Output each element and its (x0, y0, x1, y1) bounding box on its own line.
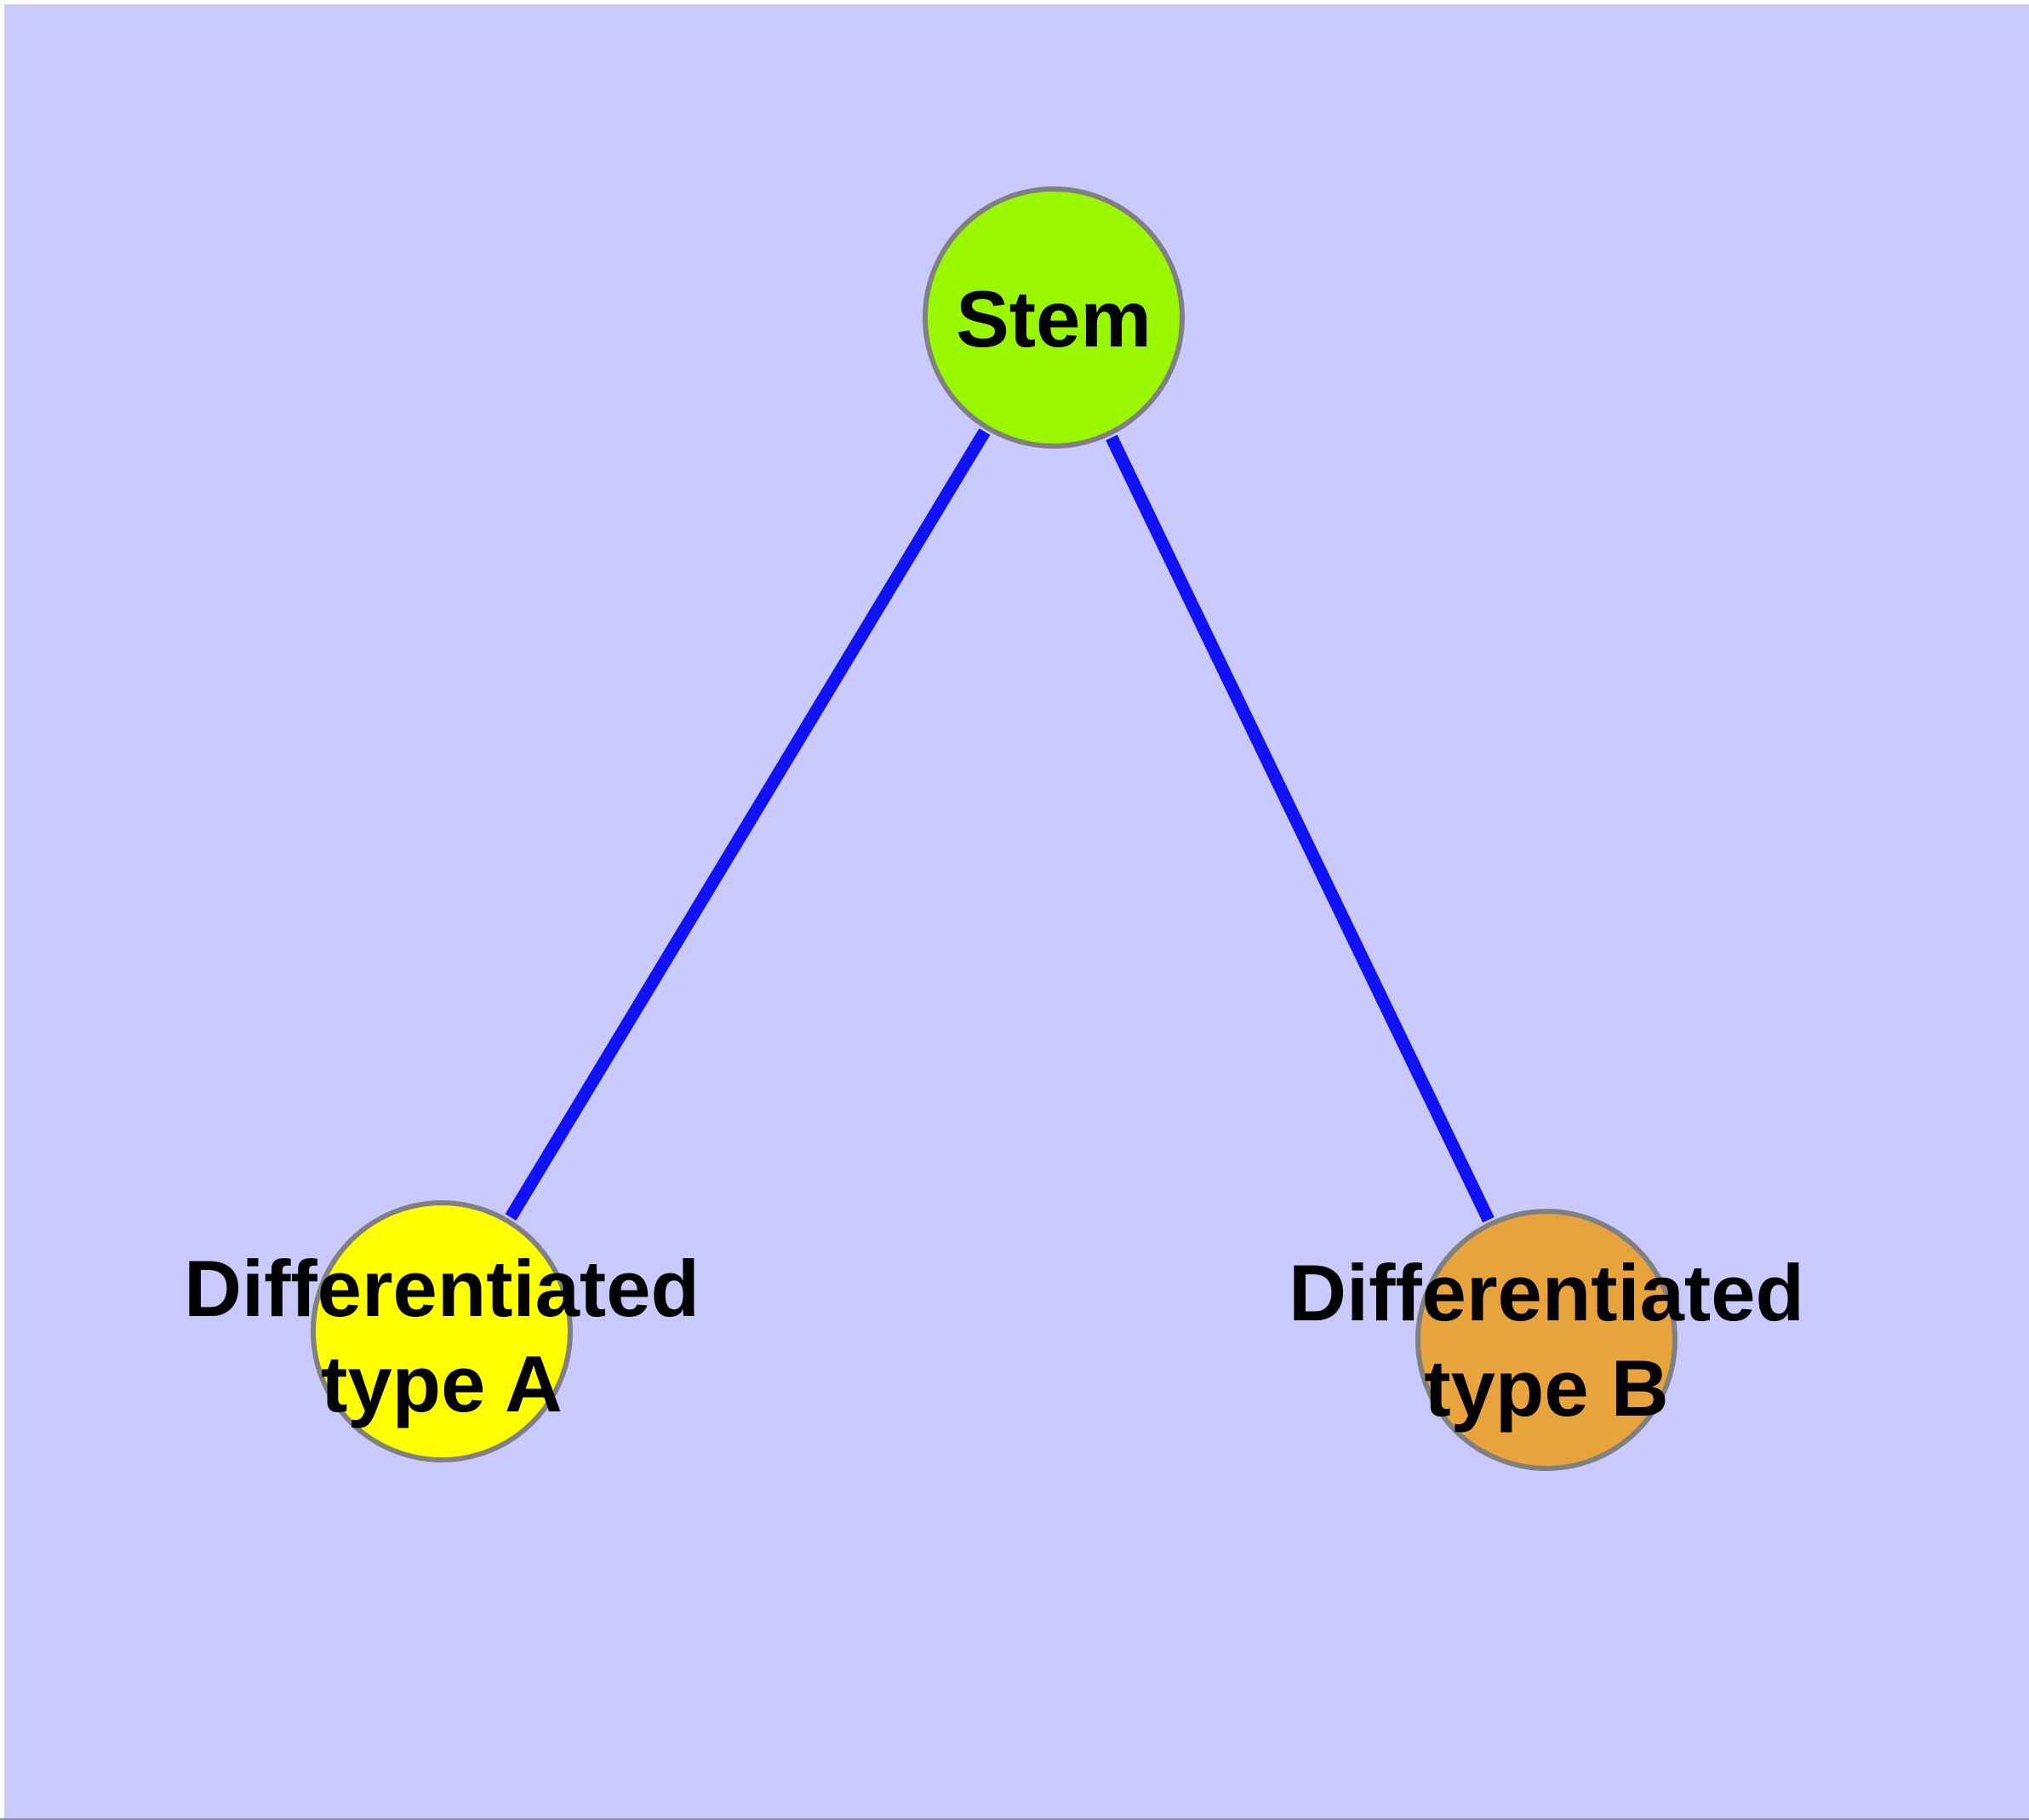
node-stem-circle (923, 186, 1185, 449)
node-typeB-circle (1415, 1209, 1677, 1471)
edge-stem-to-typeB (1106, 434, 1495, 1223)
node-label-typeA-line2: type A (321, 1339, 563, 1428)
node-label-typeA: Differentiated type A (184, 1241, 700, 1432)
edge-stem-to-typeA (505, 428, 991, 1221)
node-typeA-circle (311, 1200, 573, 1462)
node-label-typeB: Differentiated type B (1289, 1245, 1804, 1436)
node-label-typeB-line2: type B (1424, 1343, 1669, 1433)
node-label-typeB-line1: Differentiated (1289, 1248, 1804, 1337)
node-label-stem: Stem (956, 274, 1152, 363)
window-bottom-edge (0, 1818, 2029, 1820)
node-label-typeA-line1: Differentiated (184, 1244, 700, 1333)
